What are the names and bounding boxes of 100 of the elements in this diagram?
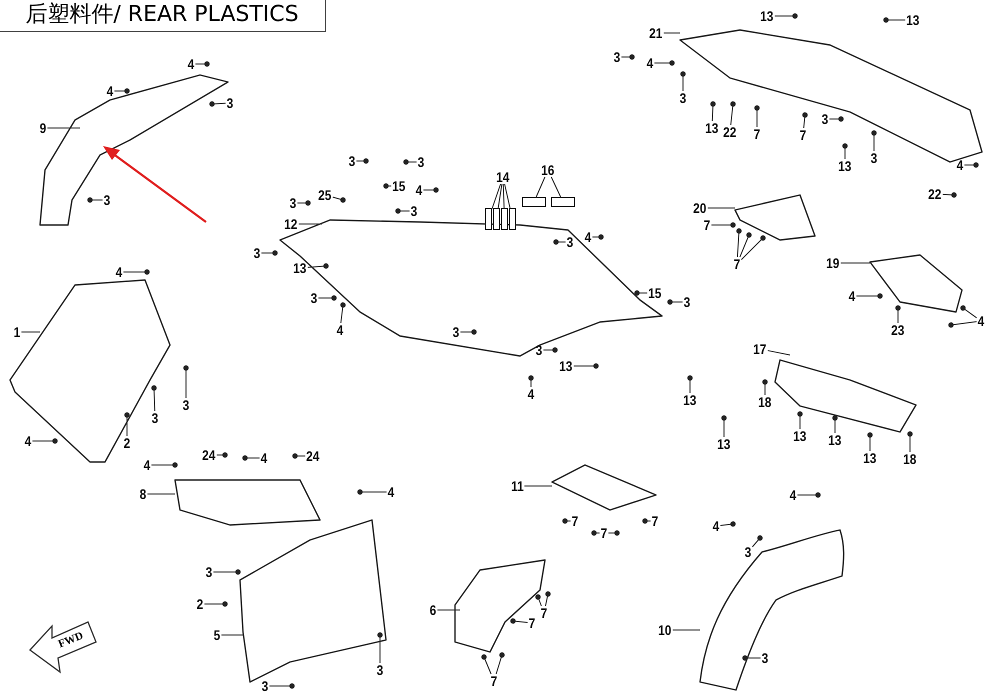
callout-number: 3: [206, 565, 212, 579]
leader-line: [767, 350, 790, 356]
callout-number: 3: [254, 246, 260, 260]
leader-line: [710, 101, 716, 122]
callout-number: 3: [744, 545, 752, 559]
callout-number: 3: [152, 411, 158, 425]
leader-line: [377, 632, 383, 664]
callout-number: 24: [306, 449, 320, 463]
leader-line: [307, 263, 329, 269]
callout-number: 7: [572, 514, 578, 528]
callout-number: 4: [188, 57, 194, 71]
callout-number: 4: [416, 183, 422, 197]
leader-line: [754, 105, 760, 128]
callout-number: 14: [496, 170, 510, 184]
callout-number: 3: [566, 235, 574, 249]
leader-line: [268, 683, 295, 689]
callout-number: 18: [758, 395, 772, 409]
callout-number: 7: [600, 526, 608, 540]
leader-line: [395, 208, 410, 214]
blank-label: [501, 208, 508, 230]
leader-line: [422, 187, 439, 193]
callout-number: 13: [717, 437, 730, 451]
callout-number: 16: [541, 163, 554, 177]
leader-line: [752, 535, 763, 548]
leader-line: [216, 452, 228, 458]
callout-number: 3: [418, 155, 424, 169]
leader-line: [212, 569, 241, 575]
leader-line: [856, 293, 883, 299]
callout-number: 13: [863, 451, 876, 465]
callout-number: 2: [196, 597, 204, 611]
callout-number: 18: [903, 452, 916, 466]
leader-line: [260, 250, 278, 256]
callout-number: 13: [705, 121, 718, 135]
callout-number: 17: [753, 342, 766, 356]
callout-number: 22: [928, 187, 942, 201]
callout-number: 1: [14, 325, 20, 339]
callout-number: 7: [528, 616, 536, 630]
leader-line: [357, 489, 388, 495]
leader-line: [150, 462, 178, 468]
callout-number: 20: [693, 201, 706, 215]
callout-number: 3: [762, 651, 768, 665]
callout-number: 23: [891, 323, 904, 337]
leader-line: [528, 375, 534, 388]
callout-number: 6: [430, 603, 436, 617]
callout-number: 4: [336, 323, 344, 337]
leader-line: [122, 269, 150, 275]
leader-line: [721, 415, 727, 438]
leader-line: [481, 654, 492, 674]
callout-number: 4: [790, 488, 796, 502]
leader-line: [620, 54, 635, 60]
leader-line: [687, 375, 693, 394]
callout-number: 21: [649, 26, 662, 40]
callout-number: 3: [410, 204, 418, 218]
callout-number: 5: [214, 628, 220, 642]
blank-label: [509, 208, 516, 230]
leader-line: [796, 492, 821, 498]
leader-line: [740, 235, 766, 260]
leader-line: [332, 196, 346, 203]
callout-number: 3: [822, 112, 828, 126]
leader-line: [183, 365, 189, 398]
leader-line: [964, 162, 979, 168]
leader-line: [871, 130, 877, 152]
leader-line: [907, 431, 913, 452]
callout-number: 3: [536, 343, 542, 357]
blank-label: [485, 208, 492, 230]
title-box: 后塑料件/ REAR PLASTICS: [0, 0, 326, 32]
callout-number: 4: [106, 84, 114, 98]
leader-line: [942, 192, 957, 198]
callout-number: 3: [226, 96, 234, 110]
leader-line: [736, 228, 742, 258]
callout-number: 12: [284, 217, 298, 231]
leader-line: [960, 305, 978, 318]
callout-number: 13: [838, 159, 852, 173]
callout-number: 13: [793, 429, 806, 443]
leader-line: [762, 379, 768, 396]
leader-line: [114, 88, 130, 94]
leader-line: [608, 530, 620, 536]
callout-number: 3: [182, 398, 190, 412]
leader-line: [739, 232, 752, 258]
leader-line: [895, 305, 901, 324]
leader-line: [802, 112, 808, 128]
leader-line: [535, 594, 542, 606]
leader-line: [797, 411, 803, 430]
callout-number: 13: [293, 261, 306, 275]
direction-label: FWD: [56, 630, 85, 650]
leader-line: [742, 655, 762, 661]
leader-line: [883, 17, 906, 23]
callout-number: 11: [510, 479, 524, 493]
leader-line: [87, 197, 104, 203]
leader-line: [510, 618, 528, 624]
leader-line: [542, 347, 558, 353]
leader-line: [292, 453, 306, 459]
callout-number: 4: [24, 434, 32, 448]
leader-line: [536, 176, 546, 198]
leader-line: [296, 200, 311, 206]
leader-line: [667, 299, 684, 305]
callout-number: 13: [828, 433, 842, 447]
callout-number: 24: [202, 448, 216, 462]
callout-number: 7: [704, 218, 710, 232]
leader-line: [32, 438, 58, 444]
